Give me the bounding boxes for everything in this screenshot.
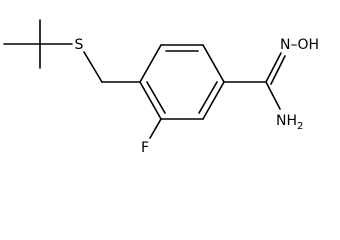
- ring-double-bond-right: [198, 81, 218, 114]
- bond-carbon-nitrogen-double-b: [270, 55, 286, 85]
- amine-group-label: NH2: [276, 113, 303, 132]
- oxime-group-label: N–OH: [280, 37, 319, 53]
- amine-element-label: NH: [276, 113, 297, 129]
- ring-bond-c6-c1: [139, 81, 162, 120]
- ring-bond-c3-c4: [202, 44, 225, 83]
- ring-bond-c1-c2: [139, 44, 162, 83]
- ring-bond-c4-c5: [202, 81, 225, 120]
- amine-subscript-label: 2: [297, 121, 303, 132]
- chemical-structure: S F N–OH NH2: [3, 19, 319, 155]
- bond-ring-to-fluorine: [149, 118, 162, 139]
- ring-double-bond-left: [146, 81, 166, 114]
- bond-sulfur-to-ch2: [83, 51, 103, 83]
- methylene-linker: [83, 51, 141, 83]
- sulfur-atom-label: S: [75, 37, 84, 53]
- amidoxime-group: [223, 52, 286, 110]
- bond-carbon-to-amine: [265, 81, 281, 110]
- bond-carbon-nitrogen-double-a: [265, 52, 282, 83]
- benzene-ring: [139, 44, 225, 120]
- fluorine-atom-label: F: [141, 140, 149, 155]
- tert-butyl-group: [3, 19, 73, 69]
